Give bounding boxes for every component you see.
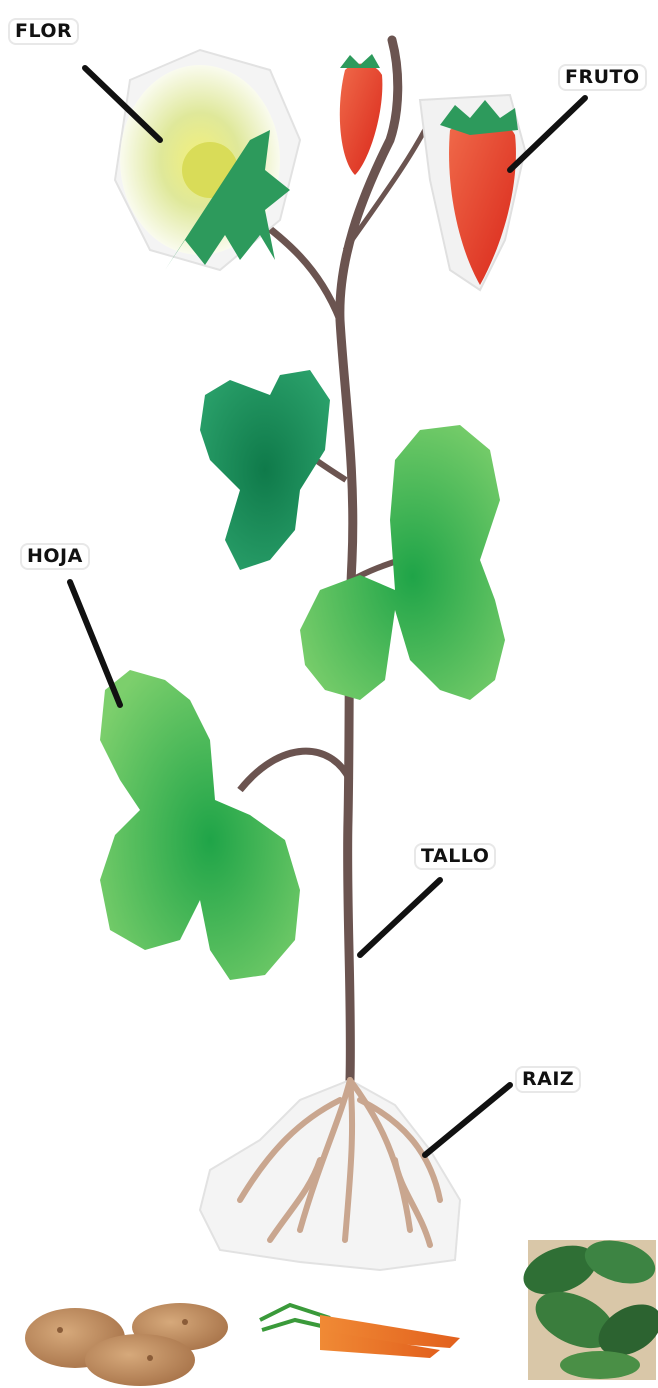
spinach-photo: [517, 1233, 658, 1380]
label-raiz: RAIZ: [517, 1068, 579, 1091]
label-tallo: TALLO: [416, 845, 494, 868]
label-flor: FLOR: [10, 20, 77, 43]
leaf-branch-lower: [240, 751, 350, 790]
carrots: [260, 1305, 460, 1358]
leaf-right: [300, 425, 505, 700]
label-fruto: FRUTO: [560, 66, 645, 89]
label-hoja: HOJA: [22, 545, 88, 568]
leaf-lower: [100, 670, 300, 980]
fruit-small: [340, 64, 383, 175]
leaf-upper-dark: [200, 370, 330, 570]
potatoes: [25, 1303, 228, 1386]
